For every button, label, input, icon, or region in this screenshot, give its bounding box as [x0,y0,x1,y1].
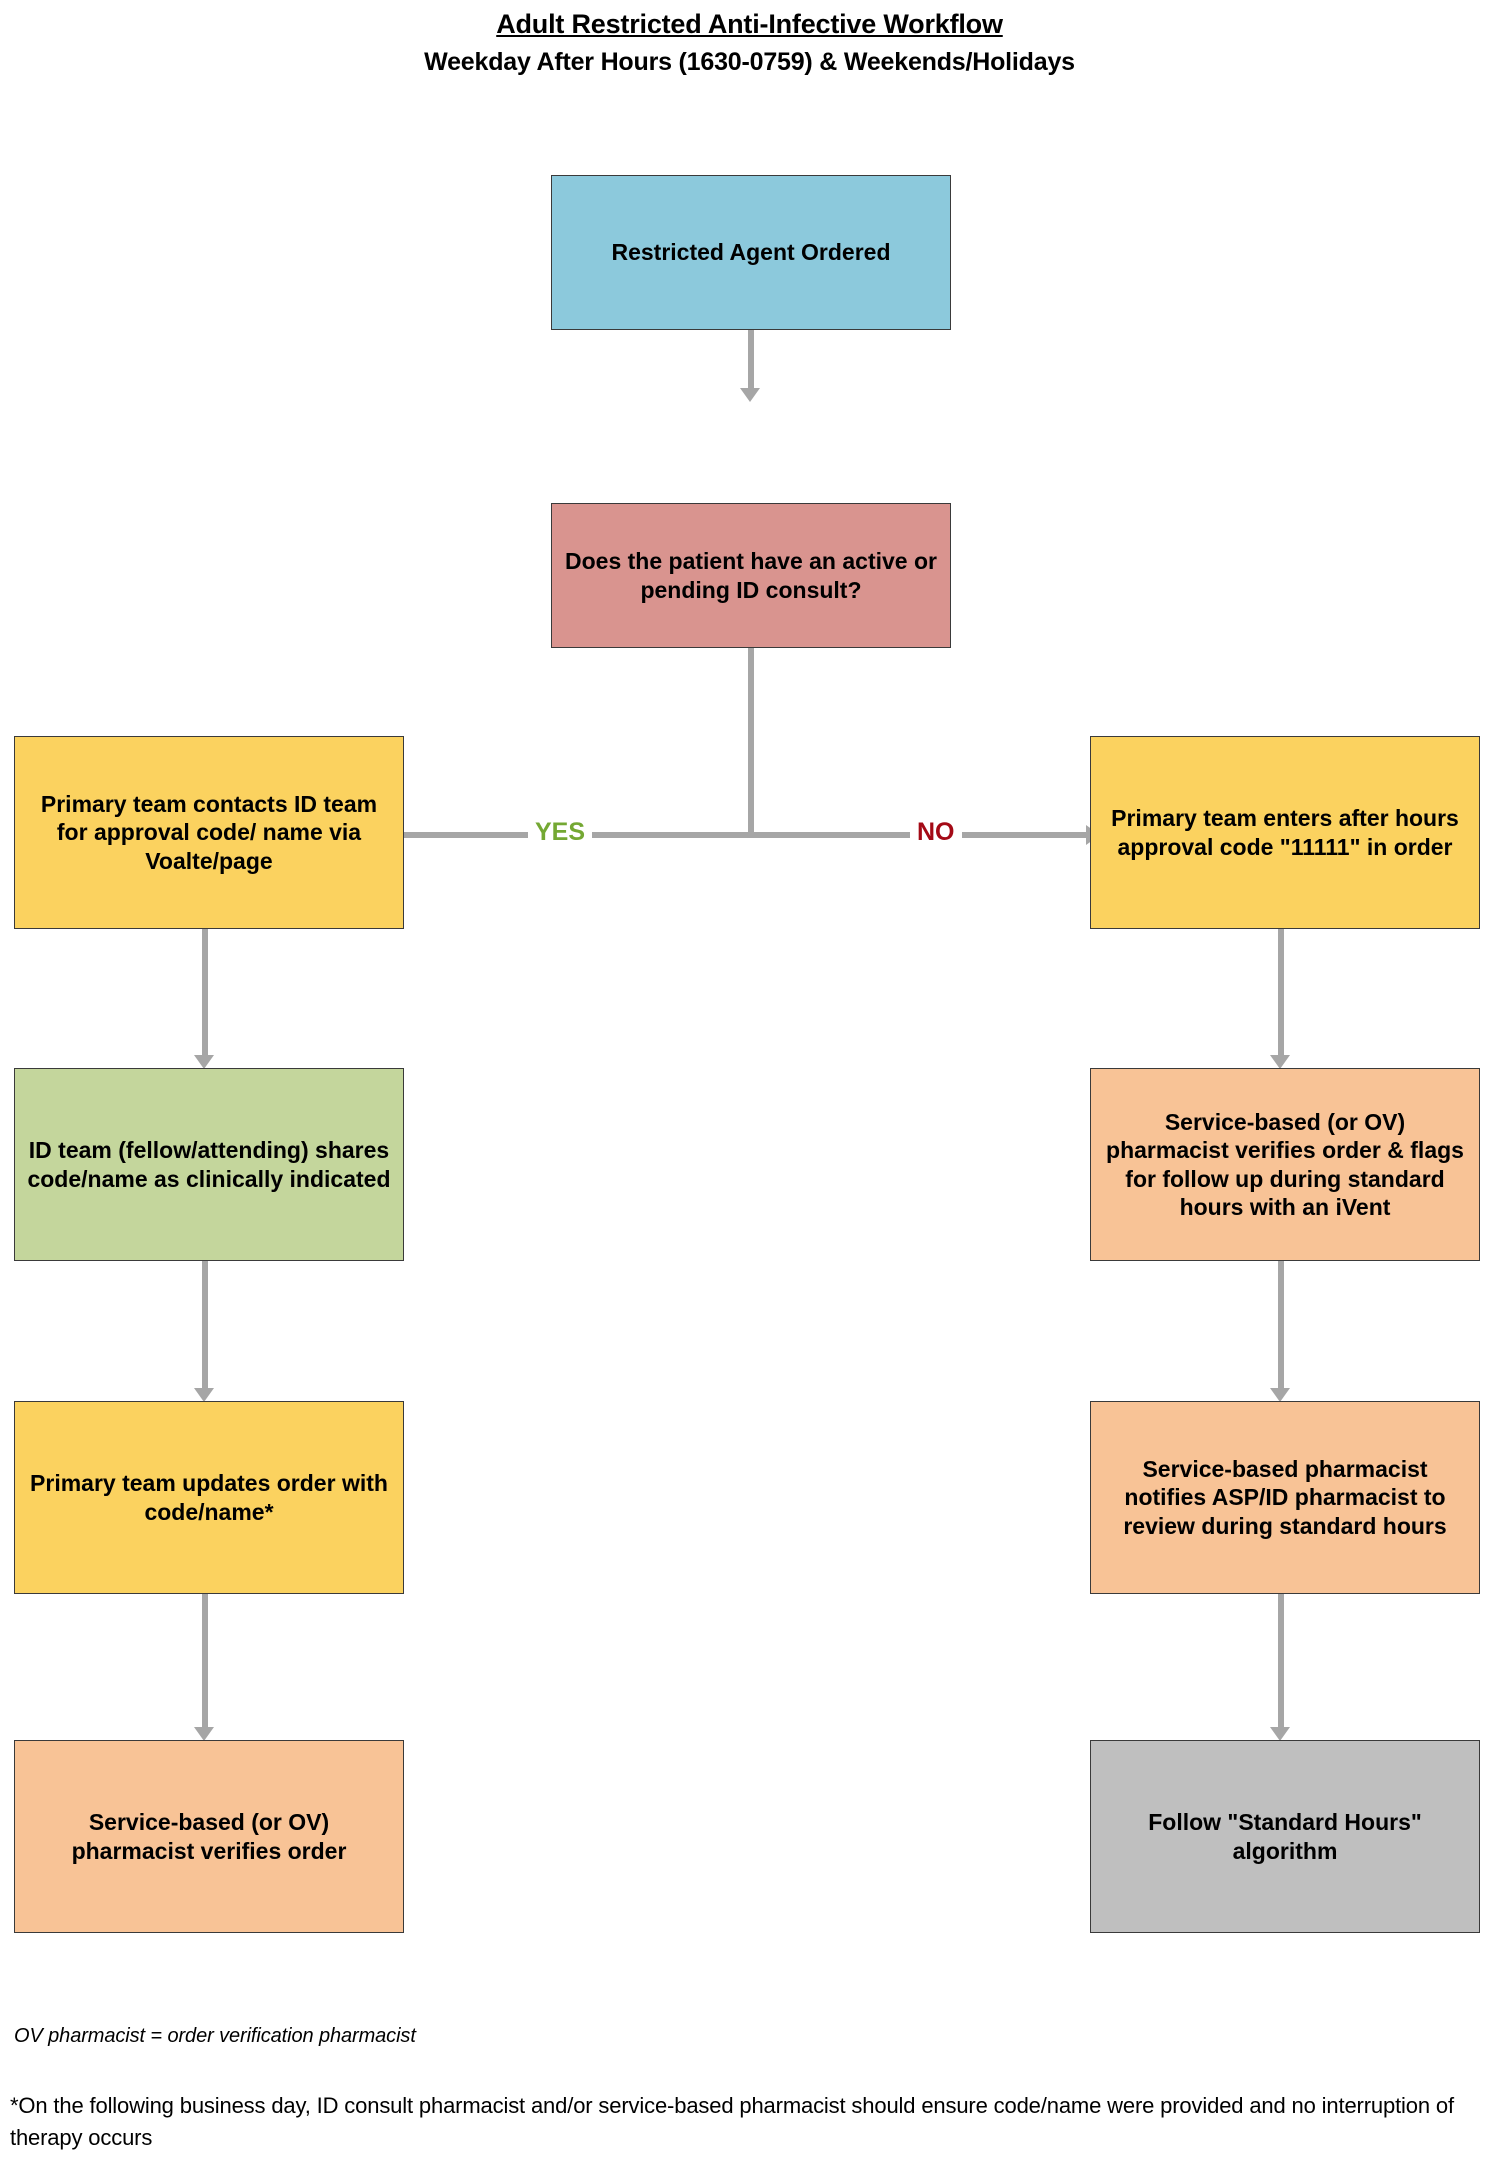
node-decision-id-consult[interactable]: Does the patient have an active or pendi… [551,503,951,648]
node-label: Service-based pharmacist notifies ASP/ID… [1123,1456,1447,1539]
arrowhead-down-icon [194,1727,214,1741]
branch-label-yes: YES [528,820,593,845]
arrowhead-down-icon [1270,1055,1290,1069]
arrowhead-down-icon [1270,1388,1290,1402]
connector-yes-2-to-3 [202,1261,208,1392]
connector-yes-1-to-2 [202,929,208,1059]
arrowhead-down-icon [740,388,760,402]
node-label: Primary team enters after hours approval… [1111,805,1459,860]
node-label: Service-based (or OV) pharmacist verifie… [1106,1109,1464,1220]
arrowhead-down-icon [194,1055,214,1069]
node-pharmacist-notifies-asp-id[interactable]: Service-based pharmacist notifies ASP/ID… [1090,1401,1480,1594]
connector-decision-stem [748,648,754,835]
title-block: Adult Restricted Anti-Infective Workflow… [0,8,1499,78]
node-follow-standard-hours-algorithm[interactable]: Follow "Standard Hours" algorithm [1090,1740,1480,1933]
node-primary-team-updates-order[interactable]: Primary team updates order with code/nam… [14,1401,404,1594]
node-label: Primary team updates order with code/nam… [30,1470,388,1525]
node-label: Follow "Standard Hours" algorithm [1148,1809,1422,1864]
branch-label-no: NO [910,820,962,845]
node-label: Does the patient have an active or pendi… [565,548,937,603]
node-pharmacist-verifies-and-flags[interactable]: Service-based (or OV) pharmacist verifie… [1090,1068,1480,1261]
connector-start-to-decision [748,330,754,390]
node-label: Service-based (or OV) pharmacist verifie… [71,1809,347,1864]
node-label: Restricted Agent Ordered [611,239,891,266]
connector-yes-3-to-4 [202,1594,208,1731]
node-id-team-shares-code[interactable]: ID team (fellow/attending) shares code/n… [14,1068,404,1261]
node-label: ID team (fellow/attending) shares code/n… [27,1137,391,1192]
page-title: Adult Restricted Anti-Infective Workflow [496,9,1003,39]
node-pharmacist-verifies-order-yes[interactable]: Service-based (or OV) pharmacist verifie… [14,1740,404,1933]
node-restricted-agent-ordered[interactable]: Restricted Agent Ordered [551,175,951,330]
connector-no-2-to-3 [1278,1261,1284,1392]
node-primary-team-contacts-id[interactable]: Primary team contacts ID team for approv… [14,736,404,929]
arrowhead-down-icon [1270,1727,1290,1741]
page-subtitle: Weekday After Hours (1630-0759) & Weeken… [424,47,1075,76]
connector-no-1-to-2 [1278,929,1284,1059]
connector-no-3-to-4 [1278,1594,1284,1731]
node-label: Primary team contacts ID team for approv… [40,791,378,874]
footnote-asterisk: *On the following business day, ID consu… [10,2093,1454,2150]
arrowhead-down-icon [194,1388,214,1402]
node-primary-team-enters-after-hours-code[interactable]: Primary team enters after hours approval… [1090,736,1480,929]
footnote-abbreviation: OV pharmacist = order verification pharm… [14,2025,416,2047]
